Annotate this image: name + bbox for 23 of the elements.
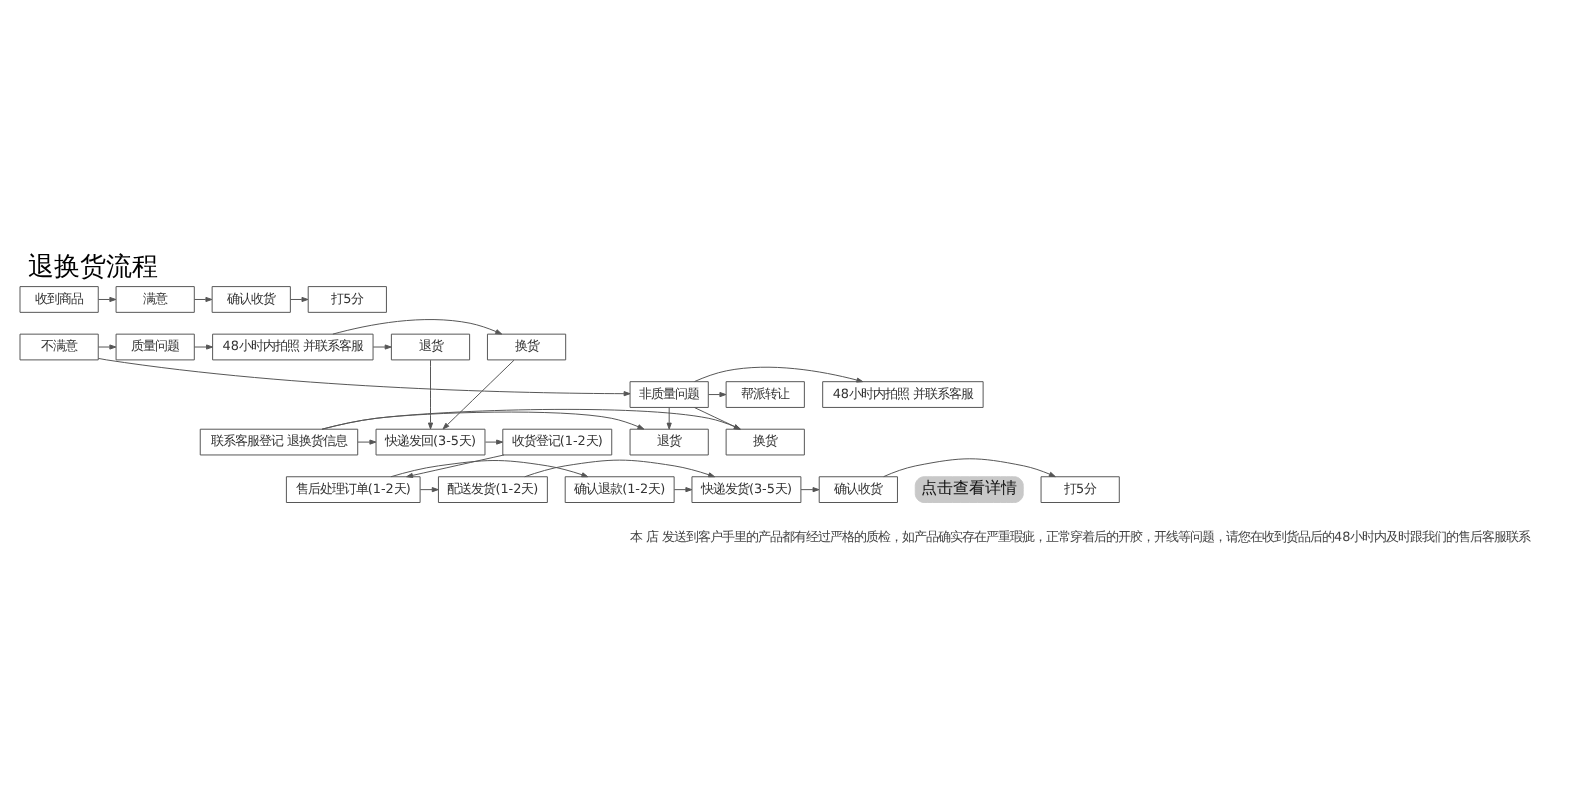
arrow xyxy=(98,296,117,303)
arrow xyxy=(693,407,741,430)
arrow xyxy=(708,391,727,398)
arrow xyxy=(883,458,1056,478)
arrow xyxy=(194,296,213,303)
arrow xyxy=(332,319,503,335)
arrow xyxy=(694,366,864,383)
arrow xyxy=(193,344,213,350)
arrow xyxy=(406,454,505,478)
arrow xyxy=(98,344,117,350)
arrow xyxy=(427,359,434,430)
arrow xyxy=(800,487,820,493)
arrow xyxy=(357,439,377,445)
arrow xyxy=(673,487,693,493)
arrow xyxy=(290,296,309,303)
arrow xyxy=(390,460,589,478)
arrow xyxy=(442,359,515,430)
arrow xyxy=(97,357,631,397)
arrow xyxy=(484,439,504,445)
arrow xyxy=(372,344,392,350)
arrow xyxy=(524,459,716,478)
arrow xyxy=(419,487,439,493)
diagram-title: 退换货流程 xyxy=(28,252,159,283)
